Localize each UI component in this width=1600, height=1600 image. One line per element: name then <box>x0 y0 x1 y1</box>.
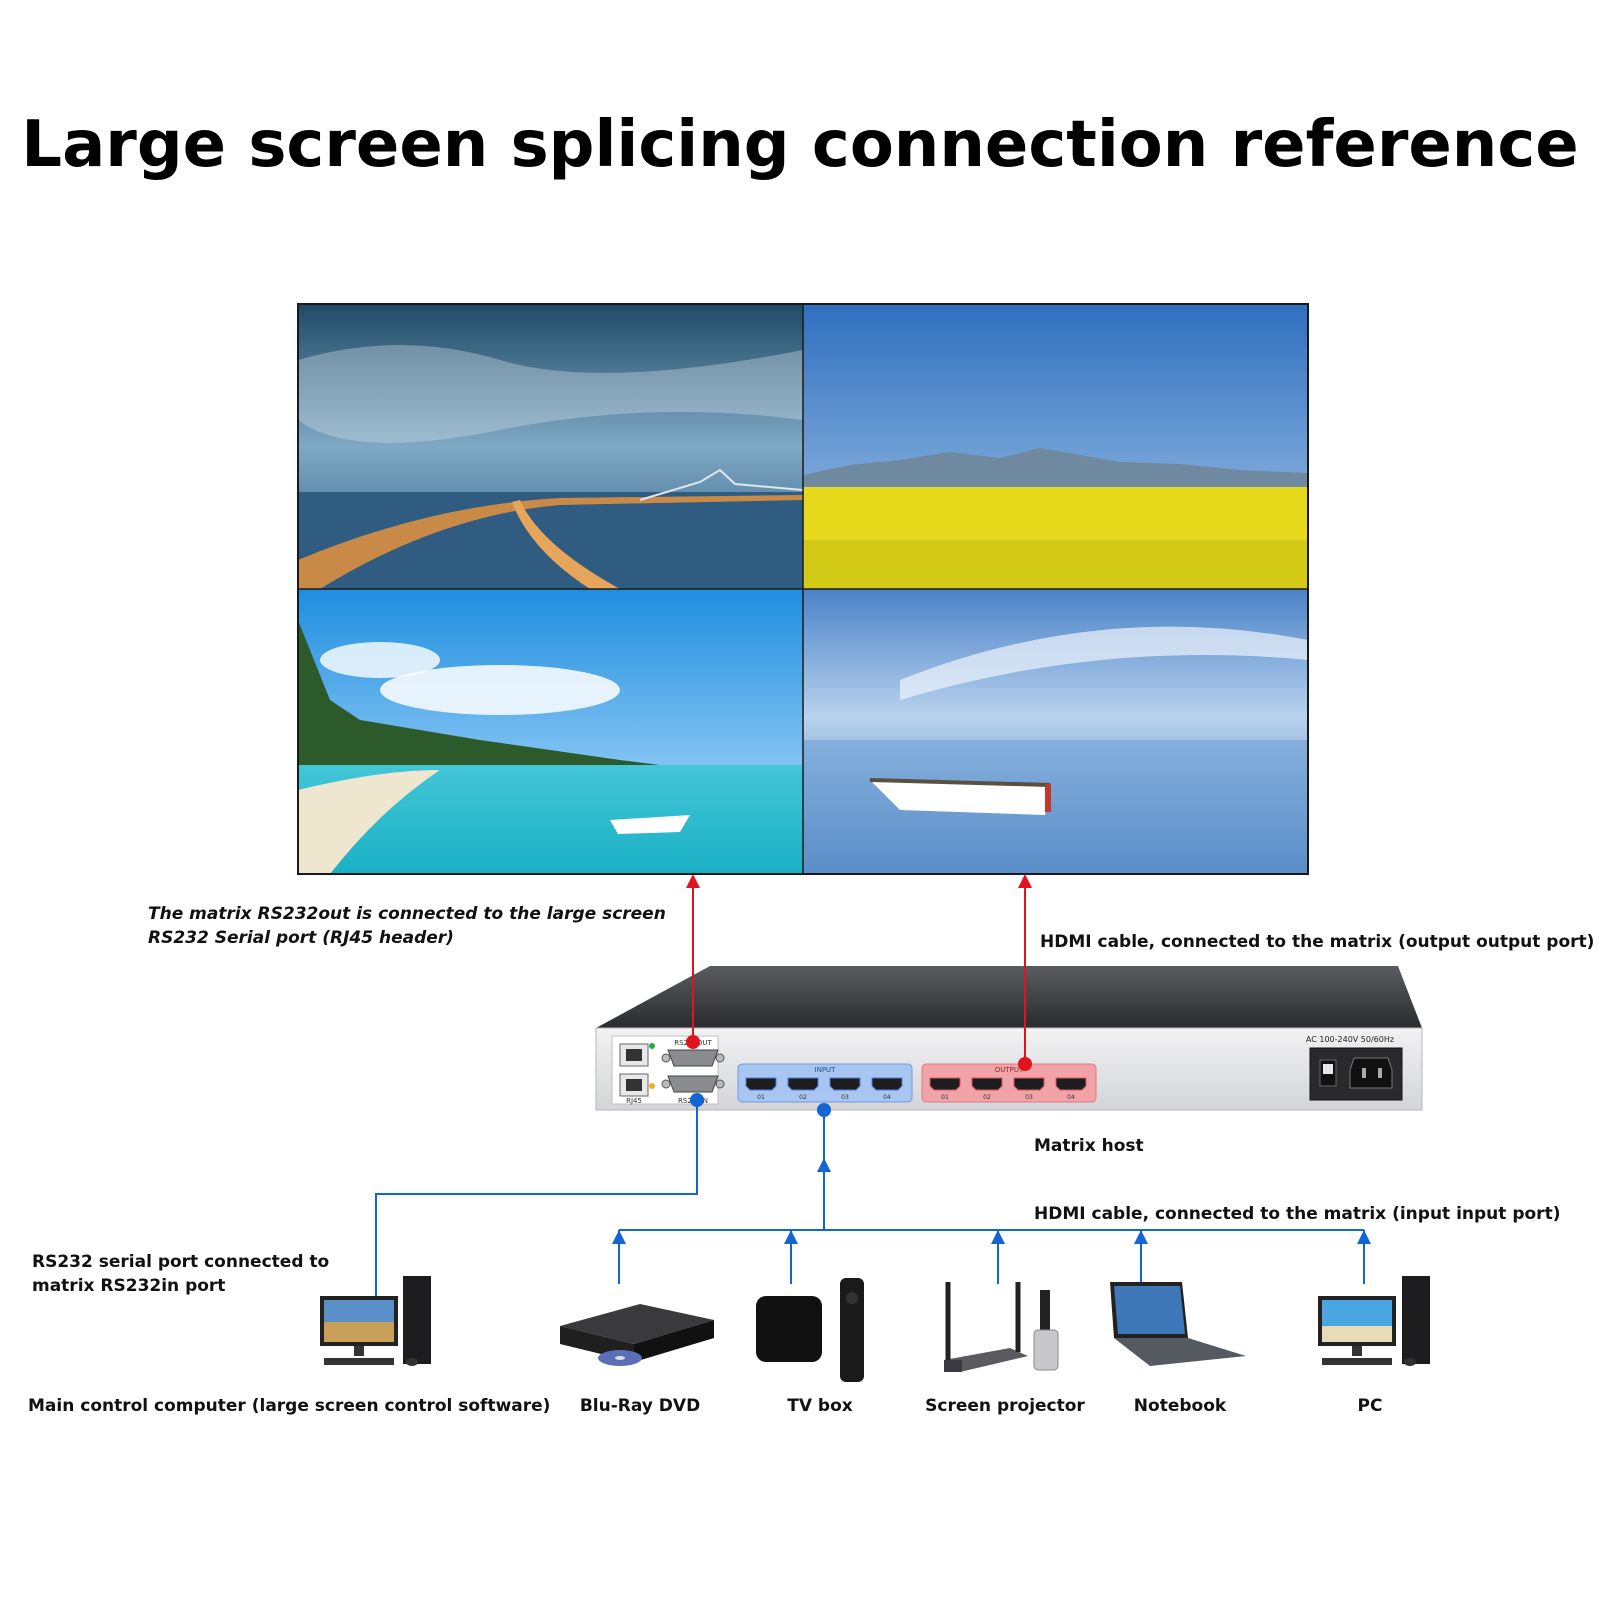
video-wall <box>297 303 1309 875</box>
input-group-label: INPUT <box>815 1066 837 1074</box>
input-hdmi-port-02[interactable] <box>787 1077 819 1091</box>
arrow-up-icon <box>991 1230 1005 1244</box>
power-inlet[interactable] <box>1309 1047 1403 1101</box>
device-label-pc: PC <box>1357 1396 1383 1416</box>
hdmi-output-annotation: HDMI cable, connected to the matrix (out… <box>1040 932 1595 952</box>
wall-panel-beach <box>298 589 803 874</box>
arrow-up-icon <box>1134 1230 1148 1244</box>
arrow-up-icon <box>1357 1230 1371 1244</box>
output-port-number: 03 <box>1025 1094 1033 1101</box>
arrow-up-icon <box>784 1230 798 1244</box>
input-port-number: 02 <box>799 1094 807 1101</box>
wall-panel-bridge <box>298 304 804 589</box>
rj45-label: RJ45 <box>626 1097 642 1105</box>
tv-box-icon <box>756 1278 864 1382</box>
power-rating-label: AC 100-240V 50/60Hz <box>1306 1035 1394 1044</box>
device-label-notebook: Notebook <box>1133 1396 1227 1416</box>
output-port-number: 02 <box>983 1094 991 1101</box>
rs232in-connector[interactable] <box>661 1075 725 1093</box>
input-port-number: 04 <box>883 1094 891 1101</box>
device-label-tv-box: TV box <box>787 1396 853 1416</box>
device-label-bluray: Blu-Ray DVD <box>579 1396 701 1416</box>
output-hdmi-port-03[interactable] <box>1013 1077 1045 1091</box>
input-hdmi-port-03[interactable] <box>829 1077 861 1091</box>
page-title: Large screen splicing connection referen… <box>21 108 1579 182</box>
input-port-number: 03 <box>841 1094 849 1101</box>
wireless-projector-icon <box>944 1282 1059 1372</box>
output-port-number: 04 <box>1067 1094 1075 1101</box>
device-label-projector: Screen projector <box>925 1396 1085 1416</box>
desktop-computer-icon <box>1318 1276 1430 1366</box>
wall-panel-boat <box>803 589 1308 874</box>
matrix-host-label: Matrix host <box>1034 1136 1144 1156</box>
rs232in-annotation: RS232 serial port connected to matrix RS… <box>32 1252 330 1296</box>
rs232out-link <box>686 874 700 1049</box>
hdmi-input-annotation: HDMI cable, connected to the matrix (inp… <box>1034 1204 1561 1224</box>
hdmi-output-link <box>1018 874 1032 1071</box>
output-hdmi-port-01[interactable] <box>929 1077 961 1091</box>
laptop-icon <box>1110 1282 1246 1366</box>
output-hdmi-port-02[interactable] <box>971 1077 1003 1091</box>
wall-panel-field <box>803 304 1308 589</box>
input-port-number: 01 <box>757 1094 765 1101</box>
arrow-up-icon <box>612 1230 626 1244</box>
input-hdmi-port-04[interactable] <box>871 1077 903 1091</box>
desktop-computer-icon <box>320 1276 431 1366</box>
output-port-group <box>921 1063 1097 1103</box>
device-label-main-computer: Main control computer (large screen cont… <box>28 1396 551 1416</box>
output-port-number: 01 <box>941 1094 949 1101</box>
rj45-port[interactable] <box>619 1043 655 1097</box>
bluray-player-icon <box>560 1304 714 1366</box>
rs232out-annotation: The matrix RS232out is connected to the … <box>148 904 666 948</box>
rs232in-link <box>375 1093 704 1300</box>
rs232out-connector[interactable] <box>661 1049 725 1067</box>
output-group-label: OUTPUT <box>995 1066 1024 1074</box>
hdmi-input-bus <box>612 1103 1371 1284</box>
input-hdmi-port-01[interactable] <box>745 1077 777 1091</box>
input-port-group <box>737 1063 913 1103</box>
output-hdmi-port-04[interactable] <box>1055 1077 1087 1091</box>
